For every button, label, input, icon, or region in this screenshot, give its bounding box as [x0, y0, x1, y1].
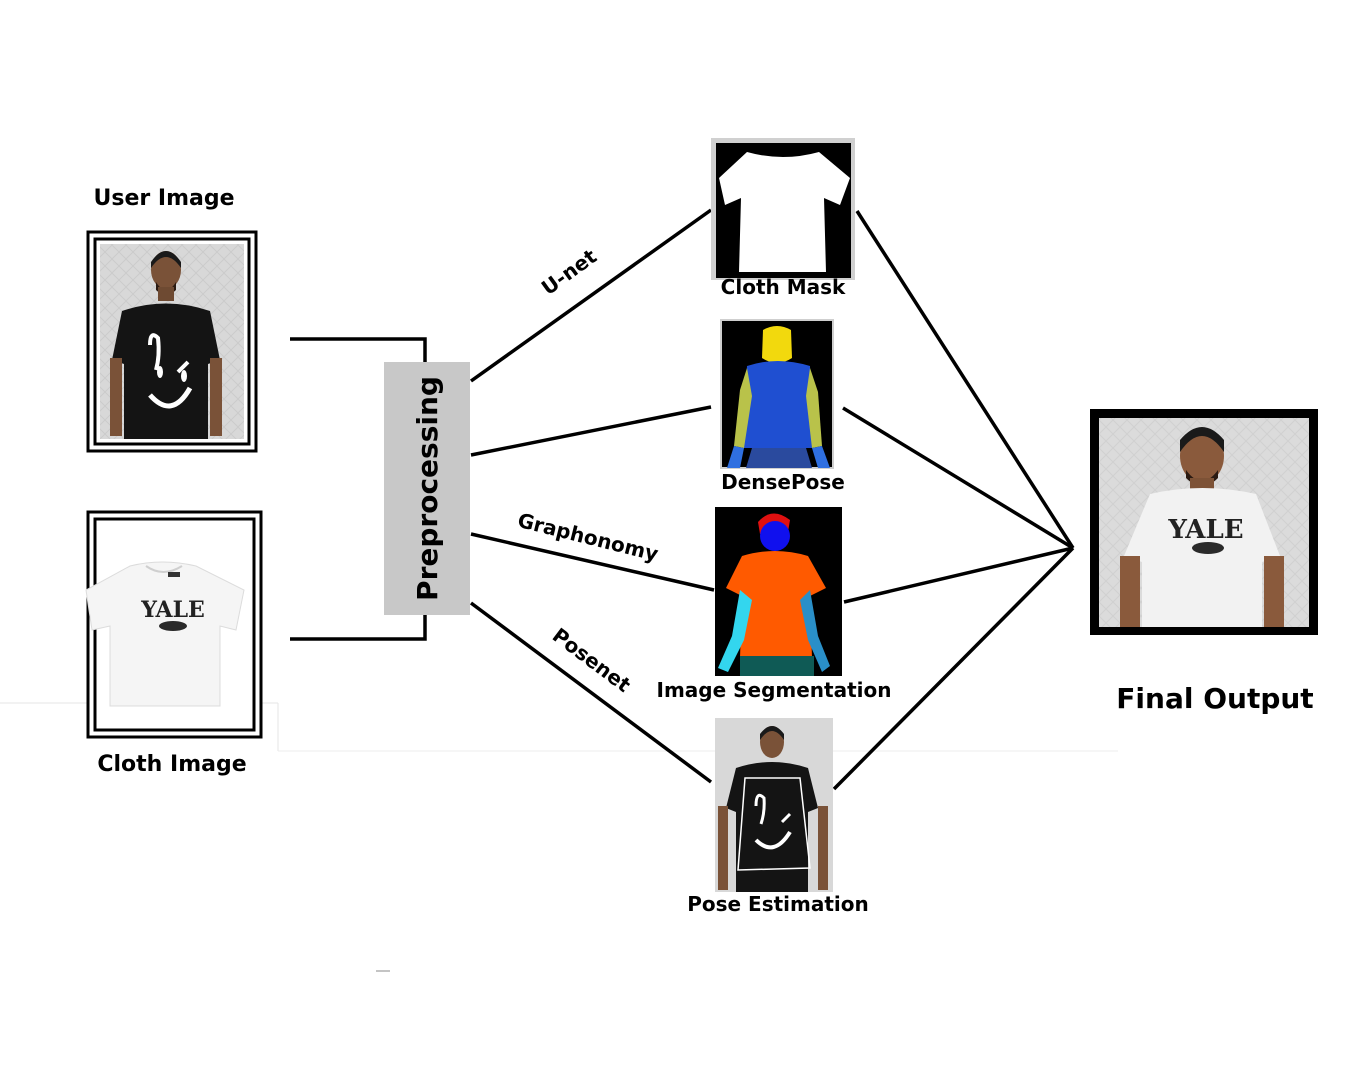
segmentation-thumbnail: [715, 507, 842, 676]
user-image-label: User Image: [93, 186, 235, 211]
preprocessing-box: Preprocessing: [384, 362, 470, 615]
edge-graphonomy: [470, 532, 715, 592]
densepose-thumbnail: [720, 319, 834, 469]
cloth-mask-thumbnail: [711, 138, 855, 280]
densepose-label: DensePose: [721, 470, 845, 494]
cloth-image-label: Cloth Image: [97, 752, 247, 777]
preprocessing-label: Preprocessing: [410, 376, 444, 601]
final-output-frame: [1090, 409, 1318, 635]
segmentation-label: Image Segmentation: [656, 678, 892, 702]
connector-cloth-to-preprocessing: [290, 615, 427, 641]
edge-posenet: [469, 601, 713, 784]
output-shirt-print: YALE: [1168, 515, 1244, 545]
cloth-image-frame: [85, 510, 263, 739]
edge-pose-to-final: [832, 546, 1075, 791]
pose-estimation-label: Pose Estimation: [687, 892, 869, 916]
final-output-label: Final Output: [1116, 682, 1314, 715]
edge-unet: [469, 208, 713, 383]
edge-mask-to-final: [855, 210, 1075, 549]
connector-user-to-preprocessing: [290, 337, 427, 362]
user-image-frame: [86, 230, 258, 453]
pose-estimation-thumbnail: [715, 718, 833, 892]
edge-densepose: [470, 405, 712, 457]
cloth-mask-label: Cloth Mask: [720, 275, 846, 299]
edge-densepose-to-final: [842, 406, 1074, 550]
cloth-shirt-print: YALE: [141, 597, 205, 623]
edge-segmentation-to-final: [843, 546, 1074, 604]
